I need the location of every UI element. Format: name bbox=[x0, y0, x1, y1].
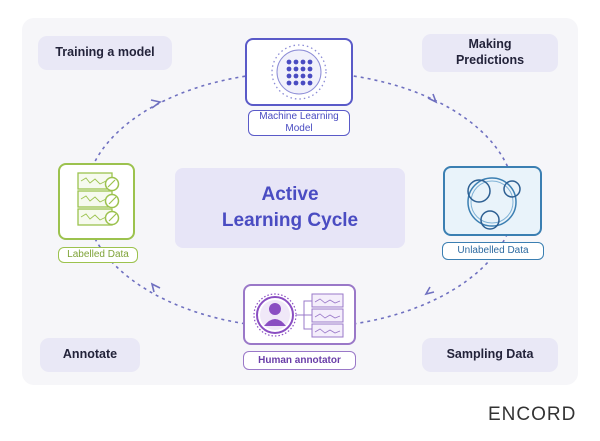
unlabelled-data-node bbox=[443, 166, 542, 236]
labelled-data-label: Labelled Data bbox=[58, 247, 138, 263]
stage-sampling: Sampling Data bbox=[422, 338, 558, 372]
labelled-data-node bbox=[58, 163, 135, 240]
unlabelled-data-label: Unlabelled Data bbox=[442, 242, 544, 260]
human-annotator-node bbox=[243, 284, 356, 345]
arrowhead bbox=[150, 99, 162, 109]
ml-model-node bbox=[245, 38, 353, 106]
arrowhead bbox=[150, 282, 161, 293]
human-annotator-label: Human annotator bbox=[243, 351, 356, 370]
cycle-title-text: Active Learning Cycle bbox=[221, 184, 359, 231]
arrowhead bbox=[427, 93, 438, 104]
cycle-title: Active Learning Cycle bbox=[175, 168, 405, 248]
labelled-records-icon bbox=[77, 172, 120, 226]
data-cluster-icon bbox=[467, 177, 521, 230]
annotator-icon bbox=[253, 293, 344, 338]
stage-predictions: Making Predictions bbox=[422, 34, 558, 72]
stage-annotate: Annotate bbox=[40, 338, 140, 372]
neural-network-icon bbox=[271, 44, 327, 100]
stage-training: Training a model bbox=[38, 36, 172, 70]
encord-logo: ENCORD bbox=[488, 404, 577, 425]
arrowhead bbox=[424, 286, 435, 296]
ml-model-label: Machine Learning Model bbox=[248, 110, 350, 136]
